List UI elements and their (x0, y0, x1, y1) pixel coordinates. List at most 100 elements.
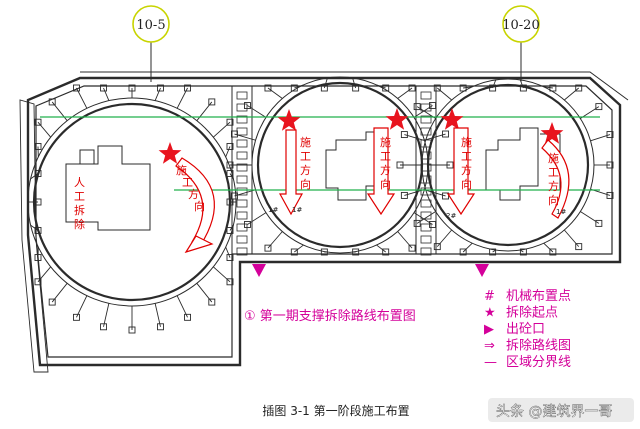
divider-cell (420, 91, 432, 100)
strut-node (226, 278, 234, 286)
watermark-text: 头条 @建筑界一哥 (496, 403, 612, 420)
divider-cell (236, 235, 248, 244)
divider-cell (420, 175, 432, 184)
direction-arrow-m2 (366, 127, 396, 216)
direction-char: 施 (176, 164, 187, 177)
legend-label: 拆除起点 (506, 306, 558, 321)
removal-start-star (158, 142, 182, 164)
strut-node (226, 118, 234, 126)
strut-node (231, 192, 238, 200)
divider-cell (420, 115, 432, 124)
strut-node (128, 84, 136, 92)
strut-node (264, 244, 272, 252)
strut (37, 266, 52, 283)
divider-cell (236, 187, 248, 196)
strut-node (34, 254, 42, 261)
divider-cell (420, 199, 432, 208)
concrete-outlets (252, 264, 489, 277)
strut-node (446, 161, 454, 169)
strut-node (606, 191, 614, 199)
axis-label-left: 10-5 (136, 18, 165, 33)
strut-node (226, 170, 234, 177)
legend-symbol: ▶ (484, 322, 494, 337)
strut-node (73, 84, 80, 92)
pit-mark: 1# (292, 206, 302, 214)
strut-node (575, 243, 583, 251)
strut (267, 87, 283, 99)
strut (154, 87, 161, 101)
watermark: 头条 @建筑界一哥 (488, 398, 634, 422)
direction-char: 向 (300, 177, 311, 191)
strut (397, 87, 413, 99)
strut-node (157, 84, 164, 92)
outlet-marker (252, 264, 266, 277)
strut-node (442, 130, 449, 138)
axis-marker-right: 10-20 (502, 5, 540, 82)
strut-node (442, 192, 449, 200)
strut-node (226, 143, 234, 150)
legend-item: #机械布置点 (484, 289, 571, 304)
direction-arrows (175, 127, 570, 254)
direction-arrow-right (541, 139, 570, 219)
direction-char: 向 (461, 177, 472, 191)
ring-support-right (421, 78, 595, 252)
strut (103, 303, 110, 327)
direction-char: 施 (380, 136, 391, 149)
divider-cell (420, 223, 432, 232)
strut-node (208, 298, 216, 306)
direction-arrow-left-head (184, 235, 214, 254)
strut (436, 229, 453, 247)
strut (30, 173, 39, 180)
strut-node (73, 313, 80, 321)
strut (323, 77, 328, 89)
direction-char: 方 (380, 163, 391, 177)
direction-char: 工 (182, 176, 193, 189)
legend-label: 出砼口 (506, 322, 545, 337)
core-building-middle (325, 131, 381, 201)
axis-marker-left: 10-5 (132, 5, 170, 82)
direction-char: 工 (300, 150, 311, 163)
strut-node (208, 98, 216, 106)
legend-item: ⇒拆除路线图 (484, 338, 571, 354)
strut-node (433, 84, 441, 92)
strut (37, 121, 52, 138)
strut-node (549, 248, 557, 256)
strut-node (226, 254, 234, 261)
divider-cell (236, 223, 248, 232)
ring-support-left (27, 97, 237, 307)
removal-start-star (277, 109, 301, 131)
divider-cell (420, 139, 432, 148)
strut (397, 231, 413, 249)
strut (352, 77, 357, 89)
divider-cell (236, 175, 248, 184)
strut (76, 295, 88, 318)
direction-char: 工 (461, 150, 472, 163)
direction-char: 方 (461, 163, 472, 177)
strut (225, 146, 231, 158)
direction-arrow-m1 (278, 129, 304, 216)
strut-node (408, 84, 416, 92)
axis-label-right: 10-20 (502, 18, 539, 33)
outlet-marker (475, 264, 489, 277)
strut-node (459, 248, 467, 256)
strut-node (34, 118, 42, 126)
strut-node (606, 161, 614, 169)
legend-symbol: # (484, 289, 495, 304)
manual-removal-char: 人 (74, 176, 85, 189)
direction-char: 工 (548, 166, 559, 179)
strut-node (290, 248, 298, 256)
strut-node (606, 131, 614, 139)
strut-node (595, 219, 603, 227)
legend-item: ▶ 出砼口 (484, 322, 545, 337)
divider-cell (236, 103, 248, 112)
strut (543, 242, 554, 253)
strut-node (34, 278, 42, 286)
divider-cell (236, 199, 248, 208)
divider-cell (420, 247, 432, 256)
strut-node (400, 191, 408, 199)
strut (154, 303, 161, 327)
pit-mark: 1# (268, 206, 278, 214)
strut-node (34, 143, 42, 150)
removal-start-star (440, 108, 464, 130)
